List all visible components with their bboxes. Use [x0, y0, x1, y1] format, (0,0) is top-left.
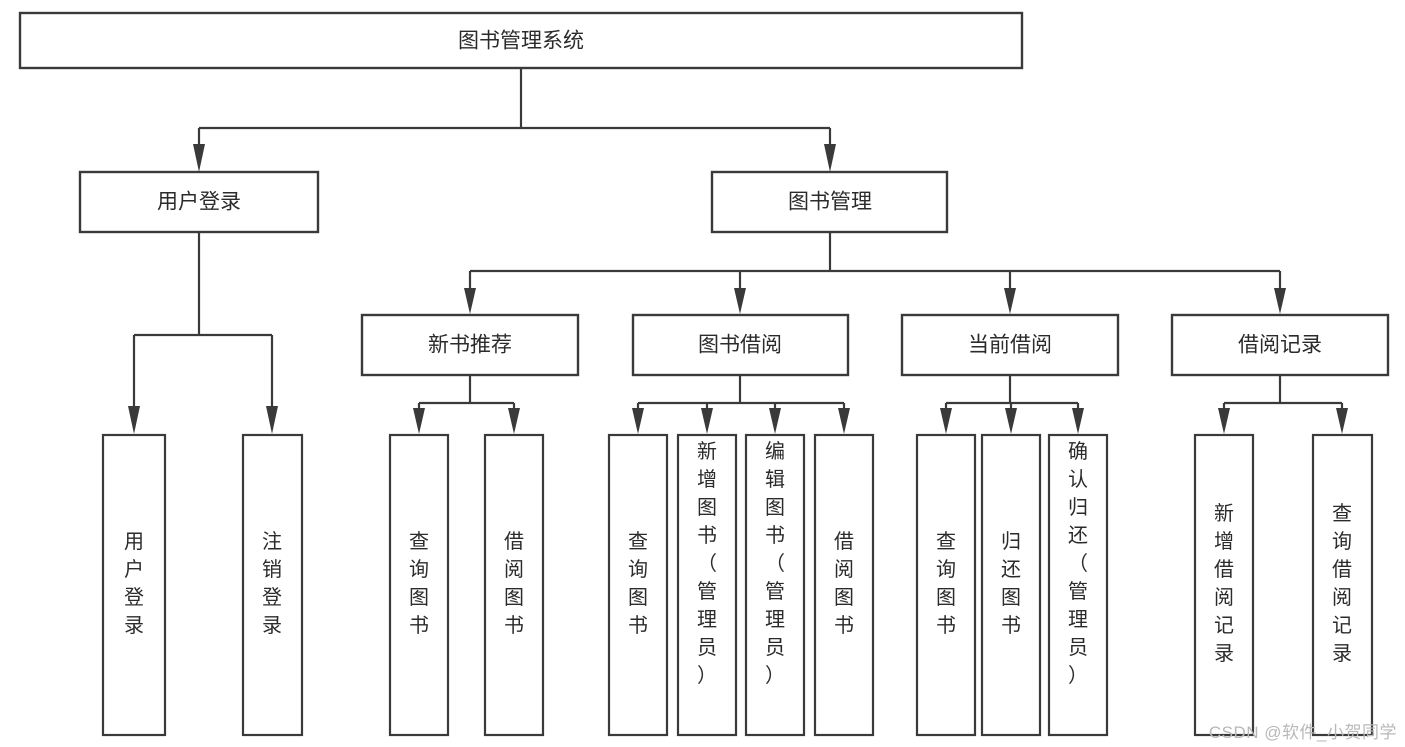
leaf-node-query-book-rec[interactable]: 查询图书 [388, 433, 450, 737]
arrowhead-leaf-borrow-book-1 [508, 408, 520, 434]
leaf-node-borrow-book-rec-label: 借阅图书 [504, 530, 524, 637]
node-book-borrow-label: 图书借阅 [698, 334, 782, 357]
arrowhead-leaf-confirm-return [1072, 408, 1084, 434]
arrowhead-leaf-return-book [1005, 408, 1017, 434]
leaf-node-return-book-label: 归还图书 [1001, 530, 1021, 637]
node-book-borrow[interactable]: 图书借阅 [631, 313, 850, 377]
leaf-node-user-login-label: 用户登录 [124, 531, 144, 637]
arrowhead-borrow-record [1274, 288, 1286, 314]
node-current-borrow[interactable]: 当前借阅 [900, 313, 1120, 377]
arrowhead-leaf-edit-book [769, 408, 781, 434]
arrowhead-user-login [193, 144, 205, 172]
node-root-system[interactable]: 图书管理系统 [18, 11, 1024, 70]
leaf-node-add-borrow-record-label: 新增借阅记录 [1214, 502, 1234, 665]
arrowhead-current-borrow [1004, 288, 1016, 314]
node-borrow-record-label: 借阅记录 [1238, 334, 1322, 357]
leaf-node-borrow-book[interactable]: 借阅图书 [813, 433, 875, 737]
node-borrow-record[interactable]: 借阅记录 [1170, 313, 1390, 377]
leaf-node-query-borrow-record[interactable]: 查询借阅记录 [1311, 433, 1374, 737]
leaf-node-confirm-return-admin-label: 确认归还（管理员） [1068, 440, 1088, 687]
connector-layer [128, 68, 1348, 434]
leaf-node-query-borrow-record-label: 查询借阅记录 [1332, 502, 1352, 665]
leaf-node-borrow-book-label: 借阅图书 [834, 530, 854, 637]
leaf-node-query-book-borrow-label: 查询图书 [628, 530, 648, 637]
node-current-borrow-label: 当前借阅 [968, 334, 1052, 357]
arrowhead-leaf-add-record [1218, 408, 1230, 434]
node-root-system-label: 图书管理系统 [458, 30, 584, 53]
leaf-node-return-book[interactable]: 归还图书 [980, 433, 1042, 737]
arrowhead-leaf-query-record [1336, 408, 1348, 434]
leaf-node-edit-book-admin-label: 编辑图书（管理员） [765, 440, 785, 687]
arrowhead-leaf-add-book [701, 408, 713, 434]
node-user-login[interactable]: 用户登录 [78, 170, 320, 234]
leaf-node-confirm-return-admin[interactable]: 确认归还（管理员） [1047, 433, 1109, 737]
leaf-node-add-borrow-record[interactable]: 新增借阅记录 [1193, 433, 1255, 737]
arrowhead-leaf-query-book-1 [413, 408, 425, 434]
arrowhead-leaf-logout-login [266, 406, 278, 434]
leaf-node-query-book-rec-label: 查询图书 [409, 530, 429, 637]
leaf-node-add-book-admin-label: 新增图书（管理员） [697, 440, 717, 687]
leaf-node-user-login[interactable]: 用户登录 [101, 433, 167, 737]
node-new-book-recommend[interactable]: 新书推荐 [360, 313, 580, 377]
arrowhead-leaf-query-book-2 [632, 408, 644, 434]
arrowhead-leaf-borrow-book-2 [838, 408, 850, 434]
arrowhead-leaf-user-login [128, 406, 140, 434]
leaf-node-query-book-current-label: 查询图书 [936, 530, 956, 637]
node-user-login-label: 用户登录 [157, 191, 241, 214]
node-book-management[interactable]: 图书管理 [710, 170, 949, 234]
arrowhead-book-borrow [734, 288, 746, 314]
leaf-node-borrow-book-rec[interactable]: 借阅图书 [483, 433, 545, 737]
arrowhead-new-book-rec [464, 288, 476, 314]
arrowhead-leaf-query-book-3 [940, 408, 952, 434]
leaf-node-query-book-current[interactable]: 查询图书 [915, 433, 977, 737]
arrowhead-book-mgmt [824, 144, 836, 172]
leaf-node-logout-login-label: 注销登录 [262, 530, 282, 637]
node-book-management-label: 图书管理 [788, 191, 872, 214]
node-new-book-recommend-label: 新书推荐 [428, 334, 512, 357]
leaf-node-query-book-borrow[interactable]: 查询图书 [607, 433, 669, 737]
leaf-node-edit-book-admin[interactable]: 编辑图书（管理员） [744, 433, 806, 737]
leaf-node-logout-login[interactable]: 注销登录 [241, 433, 304, 737]
leaf-node-add-book-admin[interactable]: 新增图书（管理员） [676, 433, 738, 737]
